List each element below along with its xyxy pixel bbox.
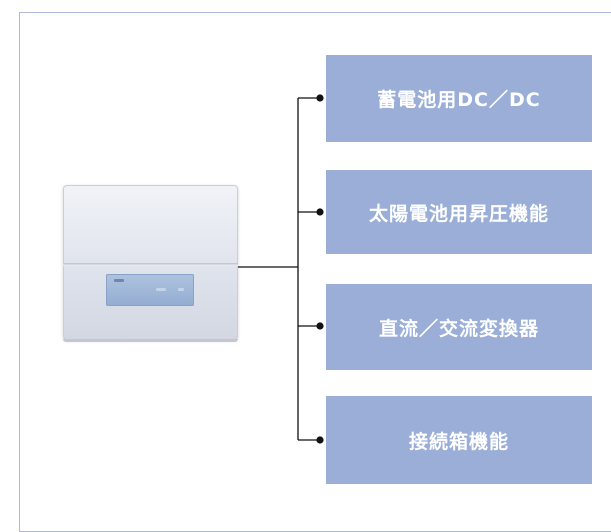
function-box-dc-ac-converter: 直流／交流変換器 (326, 284, 592, 370)
function-box-solar-boost: 太陽電池用昇圧機能 (326, 170, 592, 254)
connector-lines (238, 94, 324, 444)
device-indicator-icon (156, 288, 166, 291)
function-label: 太陽電池用昇圧機能 (368, 202, 549, 225)
power-conditioner-unit-icon (63, 185, 238, 342)
function-label: 接続箱機能 (408, 430, 509, 453)
device-display-panel (106, 274, 194, 306)
connector-dot-icon (316, 208, 324, 216)
function-box-battery-dcdc: 蓄電池用DC／DC (326, 55, 592, 142)
function-box-junction-box: 接続箱機能 (326, 396, 592, 484)
connector-dot-icon (316, 436, 324, 444)
function-label: 直流／交流変換器 (378, 317, 539, 340)
function-label: 蓄電池用DC／DC (377, 89, 541, 111)
device-seam (63, 263, 238, 266)
device-indicator-icon (178, 288, 184, 291)
connector-dot-icon (316, 94, 324, 102)
device-base (63, 339, 238, 342)
device-logo-icon (114, 279, 124, 282)
connector-dot-icon (316, 322, 324, 330)
